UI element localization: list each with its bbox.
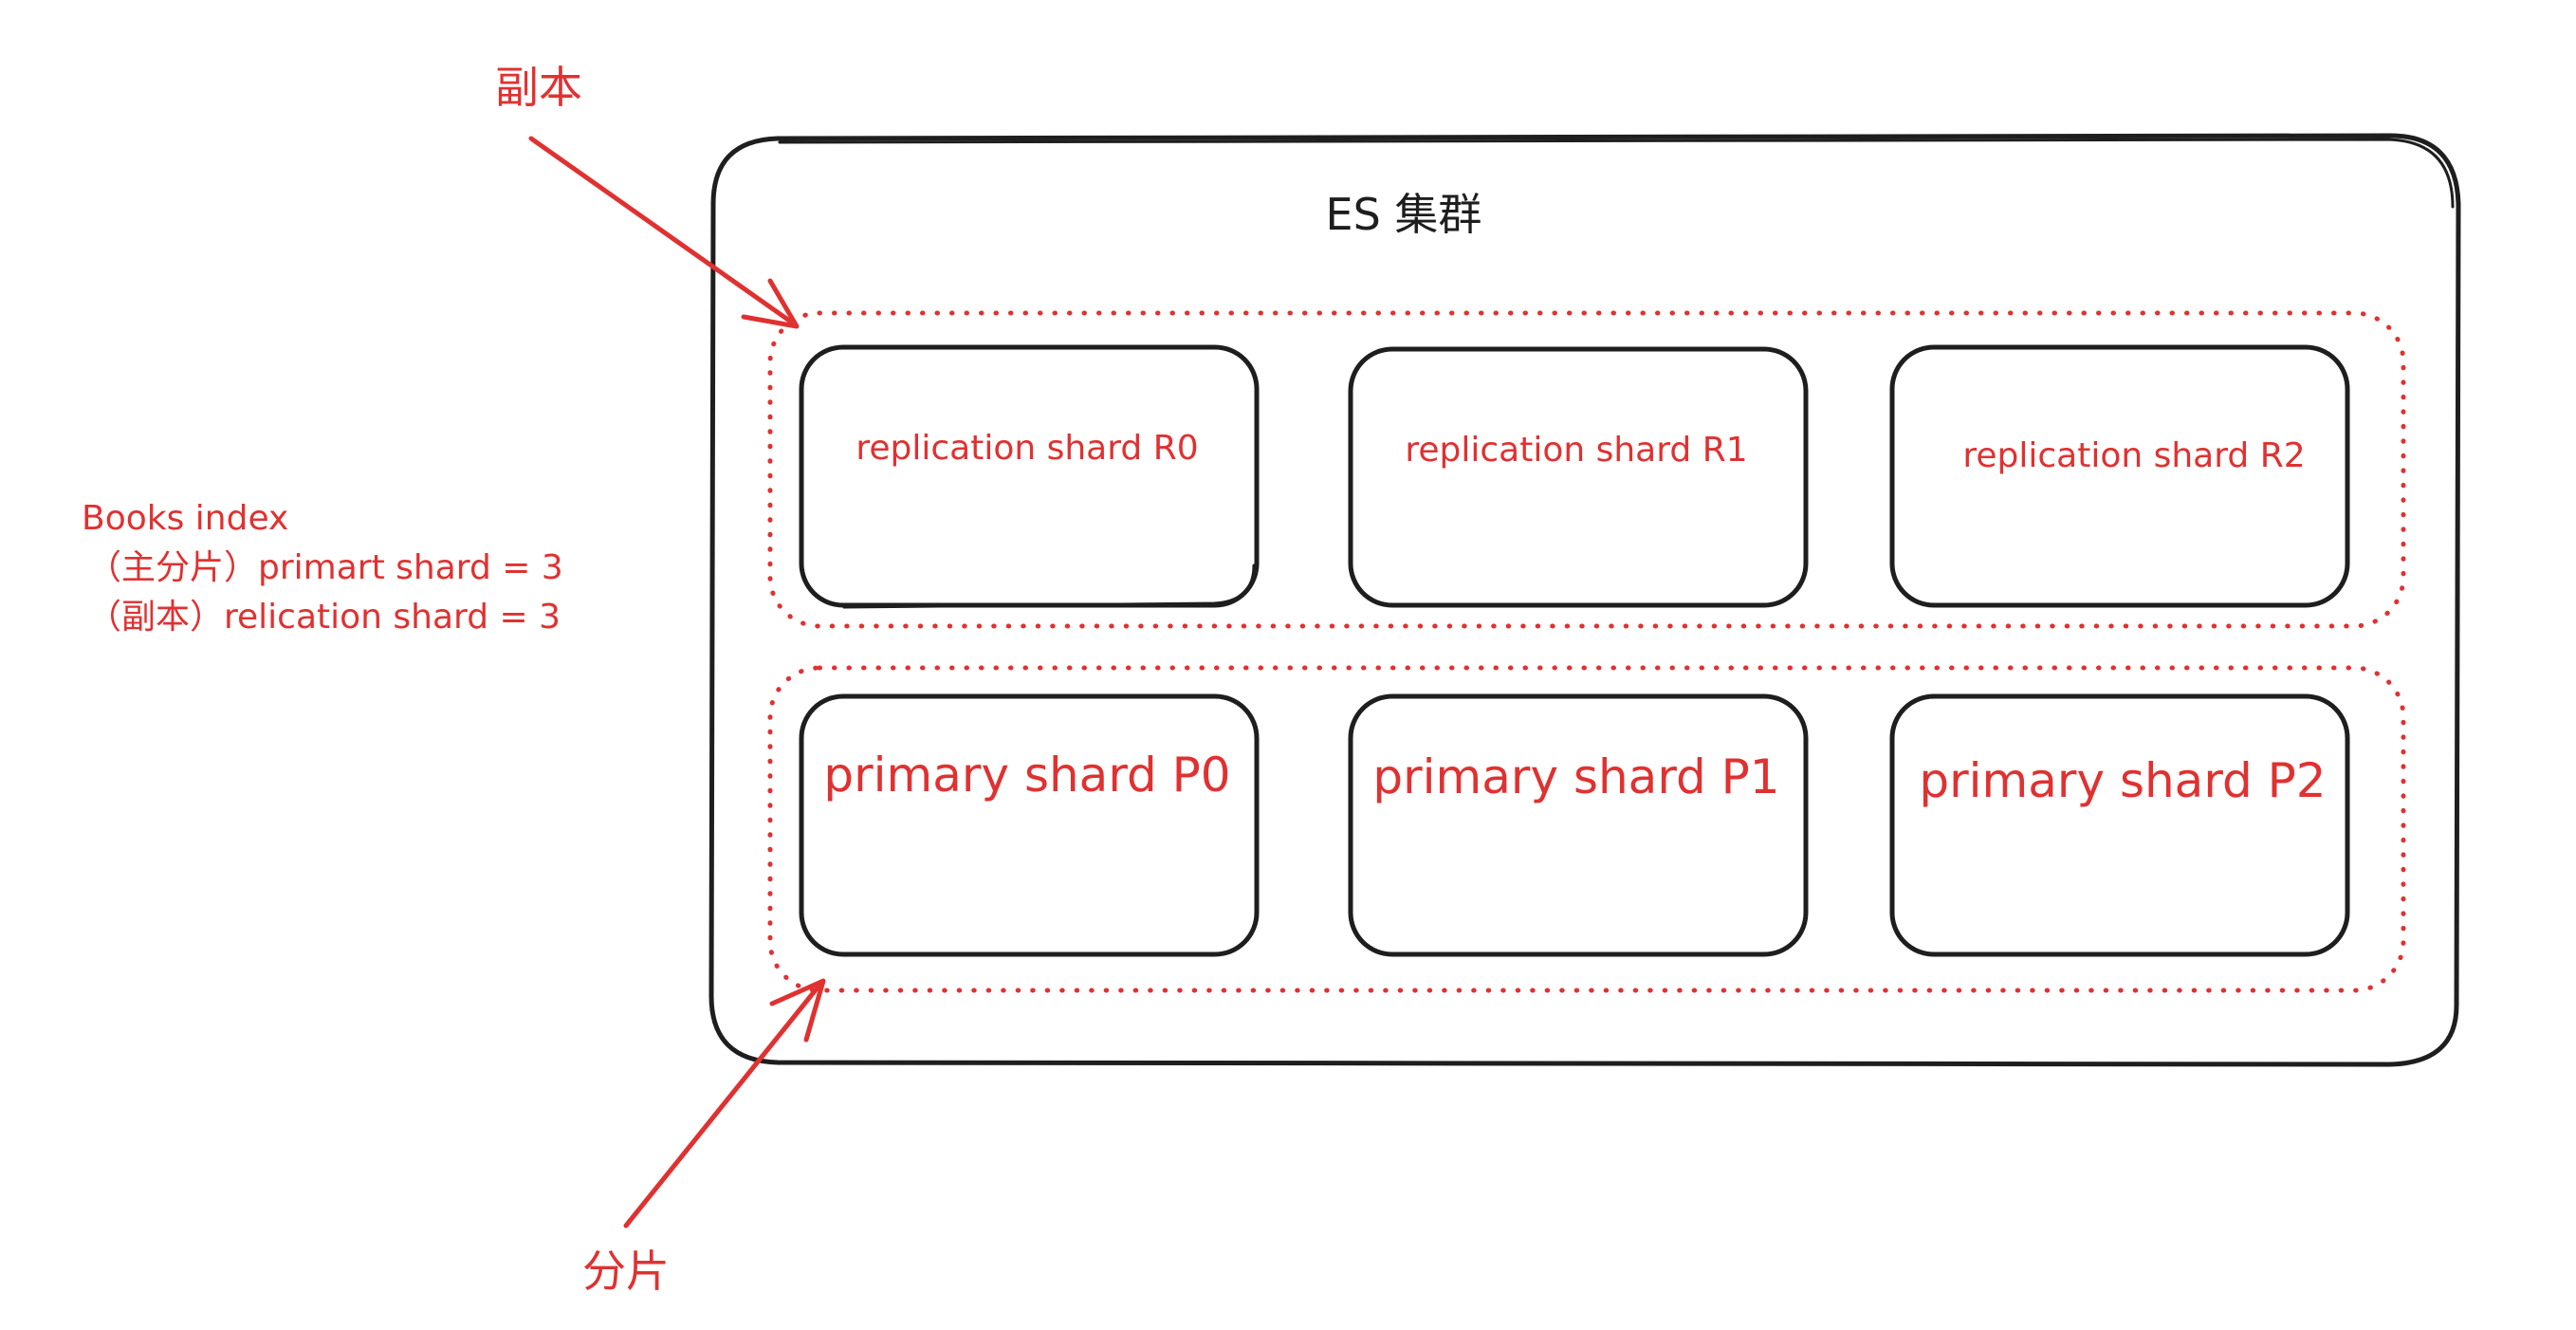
replica-arrow xyxy=(528,136,800,329)
primary-arrow-label: 分片 xyxy=(582,1246,670,1297)
legend-title: Books index xyxy=(82,499,288,538)
primary-shard-p0: primary shard P0 xyxy=(799,693,1260,957)
books-index-legend: Books index （主分片）primart shard = 3 （副本）r… xyxy=(82,499,563,637)
primary-shard-group-outline xyxy=(767,665,2406,993)
primary-shard-p2: primary shard P2 xyxy=(1889,693,2350,957)
legend-primary-count: （主分片）primart shard = 3 xyxy=(87,548,563,587)
replica-arrow-label: 副本 xyxy=(495,62,582,113)
replica-shard-r1: replication shard R1 xyxy=(1348,346,1809,608)
primary-shard-p1: primary shard P1 xyxy=(1348,693,1809,957)
replica-shard-r2: replication shard R2 xyxy=(1889,344,2350,608)
replica-shard-label: replication shard R0 xyxy=(856,429,1198,468)
primary-arrow xyxy=(623,978,826,1228)
replica-shard-label: replication shard R1 xyxy=(1405,431,1747,470)
replica-shard-label: replication shard R2 xyxy=(1962,436,2305,475)
cluster-title: ES 集群 xyxy=(1326,189,1482,240)
es-cluster-box xyxy=(708,133,2461,1067)
primary-shard-label: primary shard P1 xyxy=(1372,749,1779,804)
replica-shard-r0: replication shard R0 xyxy=(799,344,1260,609)
legend-replica-count: （副本）relication shard = 3 xyxy=(87,598,561,637)
primary-shard-label: primary shard P0 xyxy=(823,748,1230,803)
primary-shard-label: primary shard P2 xyxy=(1919,753,2326,808)
replica-shard-group-outline xyxy=(767,310,2406,629)
